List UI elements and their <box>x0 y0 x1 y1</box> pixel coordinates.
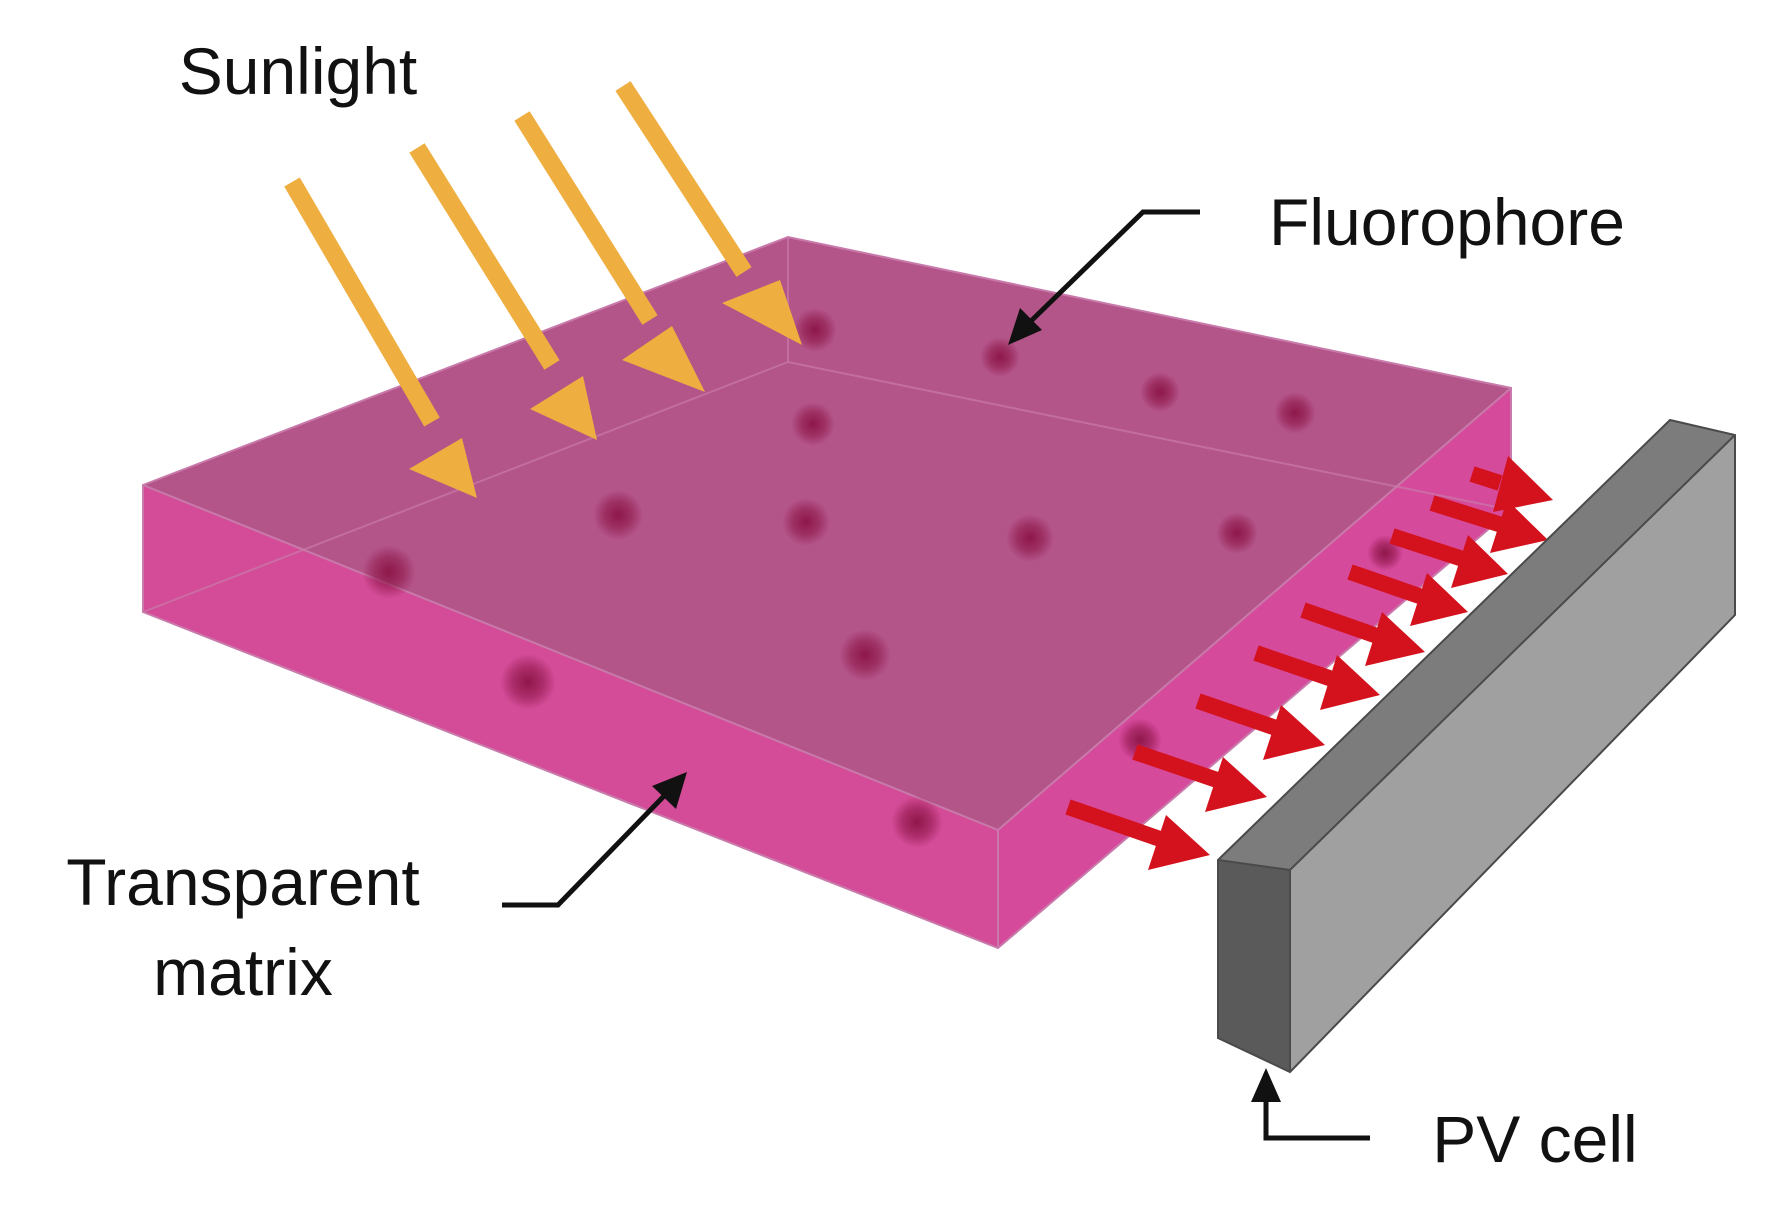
pv-cell-top-face <box>1218 420 1735 870</box>
fluorophore-dot <box>1006 514 1054 562</box>
fluorophore-dot <box>839 629 891 681</box>
arrow-pointer-icon <box>1251 1068 1281 1102</box>
emission-arrows <box>1065 456 1553 870</box>
fluorophore-dot <box>1274 392 1316 434</box>
slab-side-face <box>998 388 1511 948</box>
arrow-right-icon <box>1300 602 1425 666</box>
fluorophore-pointer <box>1008 209 1200 345</box>
arrow-down-right-icon <box>514 111 705 392</box>
arrow-right-icon <box>1065 799 1210 870</box>
transparent-matrix-label-line1: Transparent <box>66 845 419 919</box>
pv-cell-bar <box>1217 418 1736 1074</box>
fluorophore-dots <box>362 308 1403 848</box>
pv-cell-side-face <box>1290 435 1735 1072</box>
fluorophore-dot <box>1216 512 1258 554</box>
arrow-right-icon <box>1389 528 1508 588</box>
transparent-matrix-label-line2: matrix <box>153 935 333 1009</box>
arrow-right-icon <box>1429 495 1548 553</box>
fluorophore-dot <box>593 490 643 540</box>
fluorophore-dot <box>980 337 1020 377</box>
pv-cell-outline <box>1217 418 1736 1074</box>
slab-front-face <box>143 485 998 948</box>
sunlight-label: Sunlight <box>179 34 418 108</box>
fluorophore-dot <box>793 308 837 352</box>
fluorophore-dot <box>891 796 943 848</box>
pv-cell-pointer <box>1251 1068 1370 1141</box>
arrow-pointer-icon <box>1008 308 1042 345</box>
arrow-right-icon <box>1469 456 1553 512</box>
pv-cell-label: PV cell <box>1432 1102 1637 1176</box>
fluorophore-dot <box>500 654 556 710</box>
arrow-pointer-icon <box>652 772 687 809</box>
fluorophore-dot <box>782 498 830 546</box>
fluorophore-label: Fluorophore <box>1269 185 1625 259</box>
arrow-down-right-icon <box>284 177 477 498</box>
arrow-down-right-icon <box>409 143 597 440</box>
arrow-right-icon <box>1132 744 1267 812</box>
pv-cell-front-face <box>1218 860 1290 1072</box>
fluorophore-dot <box>1140 372 1180 412</box>
arrow-right-icon <box>1347 564 1468 626</box>
arrow-right-icon <box>1195 693 1325 760</box>
fluorophore-dot <box>362 545 416 599</box>
transparent-matrix-pointer <box>502 772 687 908</box>
arrow-down-right-icon <box>615 81 802 345</box>
sunlight-arrows <box>284 81 802 498</box>
arrow-right-icon <box>1253 645 1380 710</box>
fluorophore-dot <box>791 402 835 446</box>
